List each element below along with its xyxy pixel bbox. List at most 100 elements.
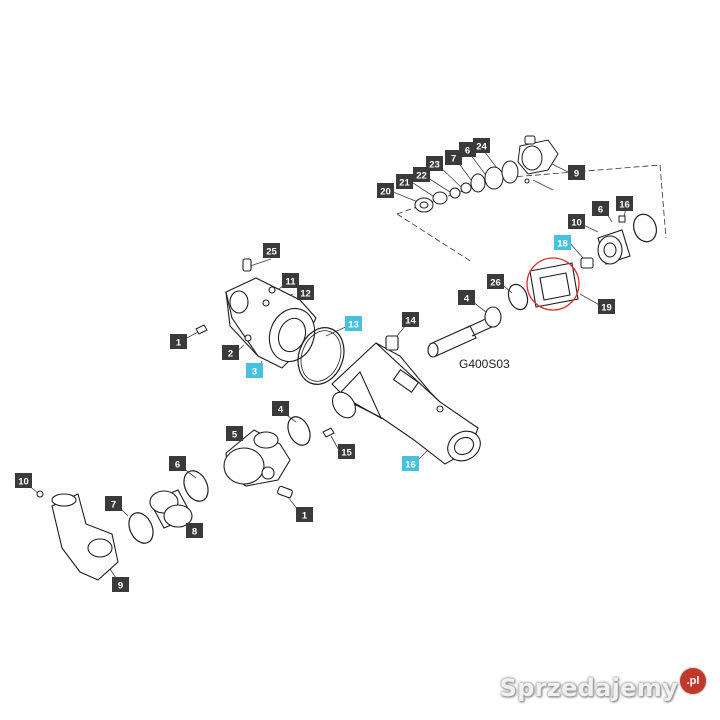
callout-number: 2 [228,349,233,360]
callout-tag-22: 22 [413,167,430,182]
callout-box [458,290,475,305]
callout-number: 9 [574,169,579,180]
callout-tag-14: 14 [402,312,419,327]
callout-number: 3 [252,367,257,378]
callout-box [345,316,362,331]
callout-number: 10 [571,218,582,229]
diagram-code-label: G400S03 [459,357,510,371]
callout-number: 16 [405,460,416,471]
callout-box [226,426,243,441]
callout-box [598,299,615,314]
callout-number: 4 [278,405,284,416]
callout-number: 20 [380,187,391,198]
gasket-plate-drawing [529,262,579,308]
bolt-1-drawing [195,324,208,335]
callout-box [282,273,299,288]
callout-box [402,456,419,471]
watermark: Sprzedajemy .pl [499,668,706,702]
callout-box [170,334,187,349]
gasket-highlight-circle [526,257,580,311]
callout-tag-6: 6 [459,142,476,157]
callout-box [297,285,314,300]
callout-number: 13 [348,320,359,331]
callout-tag-10: 10 [15,473,32,488]
callout-number: 15 [341,448,352,459]
nut-26-drawing [580,257,594,269]
pin-6-drawing [618,215,626,223]
callout-number: 18 [557,239,568,250]
callout-tag-23: 23 [426,156,443,171]
callout-box [459,142,476,157]
callout-tag-16: 16 [402,456,419,471]
callout-number: 8 [192,527,197,538]
upper-assembly-drawing [414,135,559,213]
callout-box [263,243,280,258]
steering-arm-drawing [51,493,119,581]
seal-4b-drawing [507,283,529,311]
callout-number: 7 [451,154,456,165]
callout-number: 6 [175,460,180,471]
callout-number: 1 [302,511,308,522]
callout-number: 1 [176,338,182,349]
bolt-1b-drawing [322,427,335,438]
callout-number: 4 [464,294,470,305]
callout-tag-16: 16 [616,196,633,211]
seal-4-drawing [287,416,311,446]
callout-tag-21: 21 [396,174,413,189]
callout-number: 25 [266,247,277,258]
seal-6-drawing [183,470,209,502]
callout-tag-2: 2 [222,345,239,360]
callout-box [15,473,32,488]
callout-box [473,138,490,153]
o-ring-13-inner-drawing [300,330,342,382]
o-ring-top-drawing [633,213,657,243]
callout-number: 19 [601,303,612,314]
callout-tag-25: 25 [263,243,280,258]
callout-tag-19: 19 [598,299,615,314]
callout-tag-13: 13 [345,316,362,331]
callout-box [112,577,129,592]
grease-nipple-9-drawing [36,490,44,498]
watermark-text: Sprzedajemy [499,674,678,702]
callout-tag-24: 24 [473,138,490,153]
callout-tag-1: 1 [170,334,187,349]
callout-tag-7: 7 [105,496,122,511]
callout-box [222,345,239,360]
callout-number: 7 [111,500,116,511]
callout-number: 11 [285,277,296,288]
callout-box [186,523,203,538]
left-housing-drawing [225,258,317,369]
callout-box [272,401,289,416]
axle-housing-drawing [331,335,481,465]
callout-number: 26 [490,278,501,289]
callout-tag-10: 10 [568,214,585,229]
callout-tag-12: 12 [297,285,314,300]
callout-box [568,165,585,180]
callout-tag-4: 4 [272,401,289,416]
callout-box [445,150,462,165]
callout-box [554,235,571,250]
callout-number: 9 [118,581,123,592]
seal-6b-drawing [128,512,154,544]
callout-box [169,456,186,471]
callout-box [396,174,413,189]
callout-box [616,196,633,211]
callout-box [592,201,609,216]
callout-tag-15: 15 [338,444,355,459]
o-ring-13-drawing [297,327,345,385]
watermark-badge: .pl [680,668,706,694]
bushing-7-drawing [149,489,193,529]
callout-number: 22 [416,171,427,182]
callout-tag-7: 7 [445,150,462,165]
callout-box [105,496,122,511]
callout-box [426,156,443,171]
callout-tag-9: 9 [112,577,129,592]
callout-box [568,214,585,229]
callout-number: 10 [18,477,29,488]
callout-number: 21 [399,178,410,189]
callout-box [413,167,430,182]
callout-tag-26: 26 [487,274,504,289]
callout-number: 14 [405,316,416,327]
